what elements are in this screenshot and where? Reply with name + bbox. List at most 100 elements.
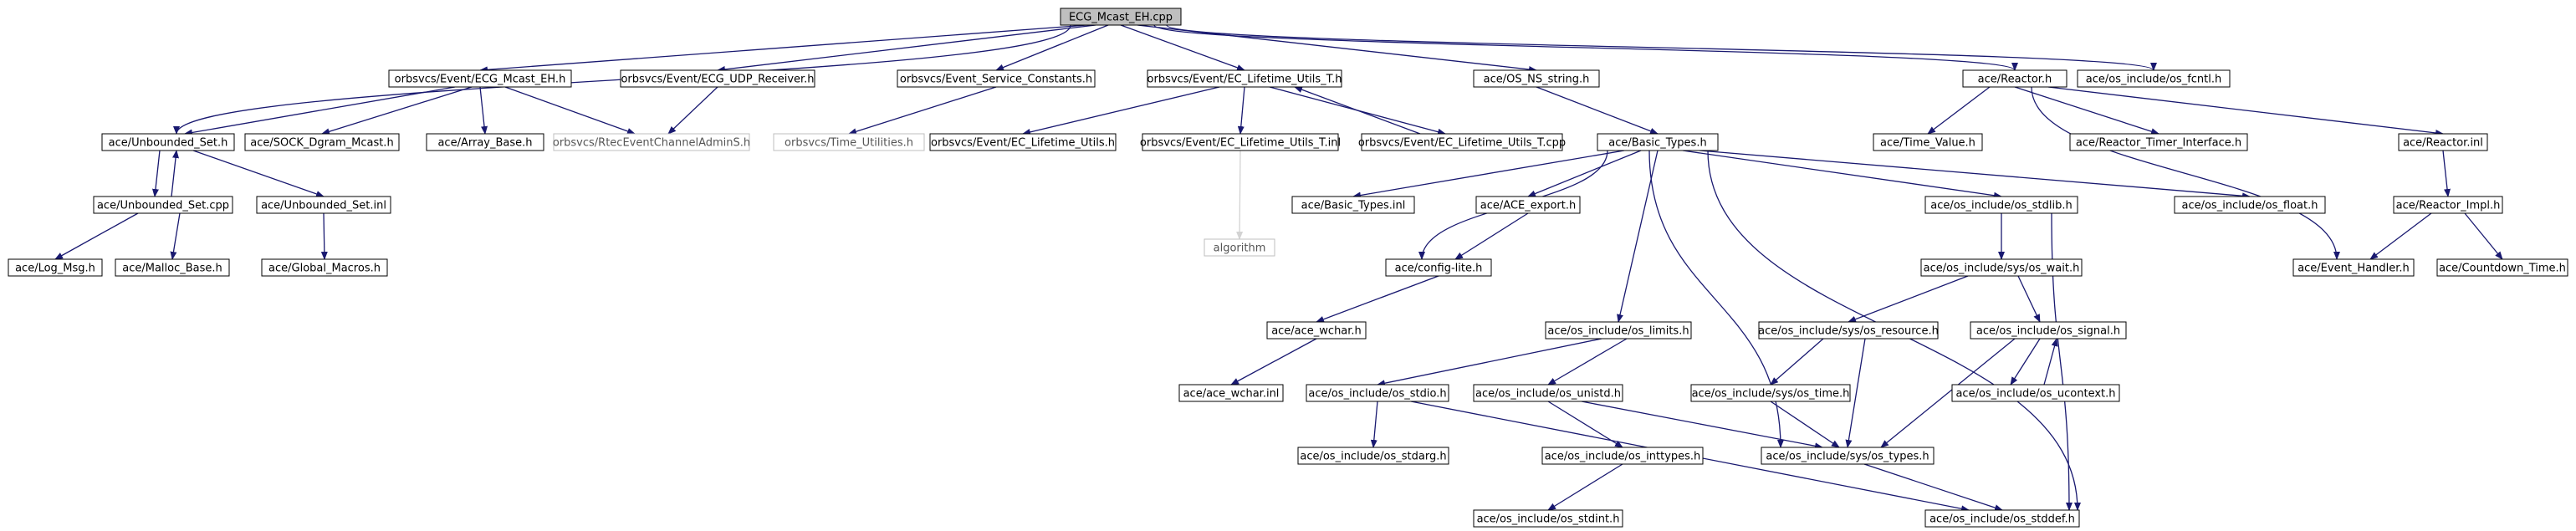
node-os-unistd-h[interactable]: ace/os_include/os_unistd.h <box>1473 384 1623 402</box>
node-ec-lifetime-utils-t-inl[interactable]: orbsvcs/Event/EC_Lifetime_Utils_T.inl <box>1140 133 1341 151</box>
edge-os_resource_h-to-os_types_h <box>1845 338 1866 448</box>
edge-ecg_mcast_eh_cpp-to-event_service_constants_h <box>995 24 1109 71</box>
node-box <box>620 69 815 88</box>
node-box <box>1266 321 1367 340</box>
edge-unbounded_set_inl-to-global_macros_h <box>320 212 328 260</box>
node-rtec-event-channel-admin-s-h[interactable]: orbsvcs/RtecEventChannelAdminS.h <box>553 133 750 151</box>
node-os-types-h[interactable]: ace/os_include/sys/os_types.h <box>1761 447 1935 465</box>
node-label: ace/os_include/sys/os_time.h <box>1692 388 1850 401</box>
edge-os_wait_h-to-os_signal_h <box>2017 275 2041 323</box>
node-reactor-impl-h[interactable]: ace/Reactor_Impl.h <box>2393 196 2503 214</box>
node-time-value-h[interactable]: ace/Time_Value.h <box>1873 133 1983 151</box>
node-label: orbsvcs/Event/EC_Lifetime_Utils.h <box>931 137 1115 150</box>
edge-reactor_h-to-time_value_h <box>1927 86 1991 135</box>
node-os-wait-h[interactable]: ace/os_include/sys/os_wait.h <box>1920 258 2083 277</box>
node-event-handler-h[interactable]: ace/Event_Handler.h <box>2292 258 2415 277</box>
node-os-stdio-h[interactable]: ace/os_include/os_stdio.h <box>1306 384 1449 402</box>
node-sock-dgram-mcast-h[interactable]: ace/SOCK_Dgram_Mcast.h <box>244 133 400 151</box>
edge-ec_lifetime_utils_t_inl-to-algorithm <box>1236 150 1244 240</box>
edge-reactor_h-to-reactor_timer_interface_h <box>2014 86 2159 135</box>
edge-os_types_h-to-os_stddef_h <box>1863 463 2003 511</box>
node-reactor-inl[interactable]: ace/Reactor.inl <box>2398 133 2488 151</box>
node-box <box>8 258 103 277</box>
node-array-base-h[interactable]: ace/Array_Base.h <box>426 133 544 151</box>
node-os-stddef-h[interactable]: ace/os_include/os_stddef.h <box>1924 509 2080 528</box>
node-ec-lifetime-utils-t-cpp[interactable]: orbsvcs/Event/EC_Lifetime_Utils_T.cpp <box>1358 133 1566 151</box>
node-time-utilities-h[interactable]: orbsvcs/Time_Utilities.h <box>773 133 925 151</box>
node-unbounded-set-inl[interactable]: ace/Unbounded_Set.inl <box>256 196 391 214</box>
node-log-msg-h[interactable]: ace/Log_Msg.h <box>8 258 103 277</box>
node-label: orbsvcs/Event/ECG_UDP_Receiver.h <box>621 74 814 86</box>
node-os-ucontext-h[interactable]: ace/os_include/os_ucontext.h <box>1951 384 2120 402</box>
node-box <box>1690 384 1851 402</box>
node-os-ns-string-h[interactable]: ace/OS_NS_string.h <box>1473 69 1600 88</box>
node-os-fcntl-h[interactable]: ace/os_include/os_fcntl.h <box>2077 69 2231 88</box>
node-algorithm[interactable]: algorithm <box>1204 238 1275 257</box>
node-box <box>1924 196 2078 214</box>
edge-ecg_mcast_eh_cpp-to-os_fcntl_h <box>1166 24 2157 71</box>
node-event-service-constants-h[interactable]: orbsvcs/Event_Service_Constants.h <box>897 69 1096 88</box>
node-countdown-time-h[interactable]: ace/Countdown_Time.h <box>2436 258 2568 277</box>
node-box <box>2174 196 2326 214</box>
edge-os_signal_h-to-os_types_h <box>1880 338 2016 448</box>
node-label: ace/os_include/os_fcntl.h <box>2086 74 2221 86</box>
node-label: ace/Malloc_Base.h <box>122 263 222 275</box>
node-box <box>2393 196 2503 214</box>
node-label: algorithm <box>1214 243 1266 255</box>
node-label: ace/os_include/os_signal.h <box>1976 325 2120 338</box>
node-ace-wchar-inl[interactable]: ace/ace_wchar.inl <box>1178 384 1284 402</box>
node-label: ace/ace_wchar.h <box>1271 325 1362 338</box>
node-unbounded-set-cpp[interactable]: ace/Unbounded_Set.cpp <box>93 196 233 214</box>
node-box <box>1291 196 1415 214</box>
node-box <box>1306 384 1449 402</box>
node-label: orbsvcs/Event/ECG_Mcast_EH.h <box>395 74 566 86</box>
node-label: ace/os_include/sys/os_types.h <box>1766 451 1929 463</box>
edge-ec_lifetime_utils_t_h-to-ec_lifetime_utils_h <box>1022 86 1220 135</box>
node-reactor-h[interactable]: ace/Reactor.h <box>1962 69 2067 88</box>
node-ace-export-h[interactable]: ace/ACE_export.h <box>1475 196 1581 214</box>
edge-os_unistd_h-to-os_inttypes_h <box>1547 401 1623 448</box>
node-label: orbsvcs/Event/EC_Lifetime_Utils_T.h <box>1147 74 1342 86</box>
node-malloc-base-h[interactable]: ace/Malloc_Base.h <box>115 258 230 277</box>
node-os-inttypes-h[interactable]: ace/os_include/os_inttypes.h <box>1541 447 1704 465</box>
node-ecg-udp-receiver-h[interactable]: orbsvcs/Event/ECG_UDP_Receiver.h <box>620 69 815 88</box>
edge-ecg_mcast_eh_h-to-unbounded_set_h <box>184 86 456 136</box>
edge-os_ns_string_h-to-basic_types_h <box>1536 86 1659 135</box>
node-ecg-mcast-eh-h[interactable]: orbsvcs/Event/ECG_Mcast_EH.h <box>388 69 572 88</box>
node-os-resource-h[interactable]: ace/os_include/sys/os_resource.h <box>1758 321 1939 340</box>
edge-event_service_constants_h-to-time_utilities_h <box>848 86 997 135</box>
node-reactor-timer-interface-h[interactable]: ace/Reactor_Timer_Interface.h <box>2069 133 2248 151</box>
node-os-signal-h[interactable]: ace/os_include/os_signal.h <box>1970 321 2127 340</box>
node-label: ace/os_include/os_stdlib.h <box>1930 200 2072 212</box>
node-ecg-mcast-eh-cpp[interactable]: ECG_Mcast_EH.cpp <box>1060 8 1182 26</box>
node-basic-types-h[interactable]: ace/Basic_Types.h <box>1597 133 1719 151</box>
node-box <box>1060 8 1182 26</box>
edge-unbounded_set_cpp-to-log_msg_h <box>54 212 139 260</box>
node-label: ace/Basic_Types.h <box>1608 137 1706 150</box>
node-os-float-h[interactable]: ace/os_include/os_float.h <box>2174 196 2326 214</box>
node-box <box>115 258 230 277</box>
edge-os_signal_h-to-os_ucontext_h <box>2010 338 2041 385</box>
node-label: ace/Reactor.h <box>1978 74 2052 86</box>
node-label: orbsvcs/Event_Service_Constants.h <box>900 74 1092 86</box>
node-config-lite-h[interactable]: ace/config-lite.h <box>1385 258 1492 277</box>
node-os-limits-h[interactable]: ace/os_include/os_limits.h <box>1545 321 1692 340</box>
node-basic-types-inl[interactable]: ace/Basic_Types.inl <box>1291 196 1415 214</box>
node-label: ace/os_include/os_unistd.h <box>1475 388 1621 401</box>
node-label: ace/os_include/os_float.h <box>2181 200 2318 212</box>
node-os-stdint-h[interactable]: ace/os_include/os_stdint.h <box>1473 509 1623 528</box>
node-unbounded-set-h[interactable]: ace/Unbounded_Set.h <box>101 133 235 151</box>
node-os-time-h[interactable]: ace/os_include/sys/os_time.h <box>1690 384 1851 402</box>
node-label: ace/ace_wchar.inl <box>1183 388 1280 401</box>
node-os-stdlib-h[interactable]: ace/os_include/os_stdlib.h <box>1924 196 2078 214</box>
edge-ace_wchar_h-to-ace_wchar_inl <box>1230 338 1317 385</box>
node-ace-wchar-h[interactable]: ace/ace_wchar.h <box>1266 321 1367 340</box>
edge-ecg_mcast_eh_cpp-to-os_ns_string_h <box>1137 24 1537 73</box>
node-global-macros-h[interactable]: ace/Global_Macros.h <box>261 258 388 277</box>
node-ec-lifetime-utils-h[interactable]: orbsvcs/Event/EC_Lifetime_Utils.h <box>929 133 1117 151</box>
node-os-stdarg-h[interactable]: ace/os_include/os_stdarg.h <box>1297 447 1449 465</box>
node-ec-lifetime-utils-t-h[interactable]: orbsvcs/Event/EC_Lifetime_Utils_T.h <box>1147 69 1342 88</box>
node-box <box>1970 321 2127 340</box>
node-box <box>1204 238 1275 257</box>
node-box <box>1545 321 1692 340</box>
